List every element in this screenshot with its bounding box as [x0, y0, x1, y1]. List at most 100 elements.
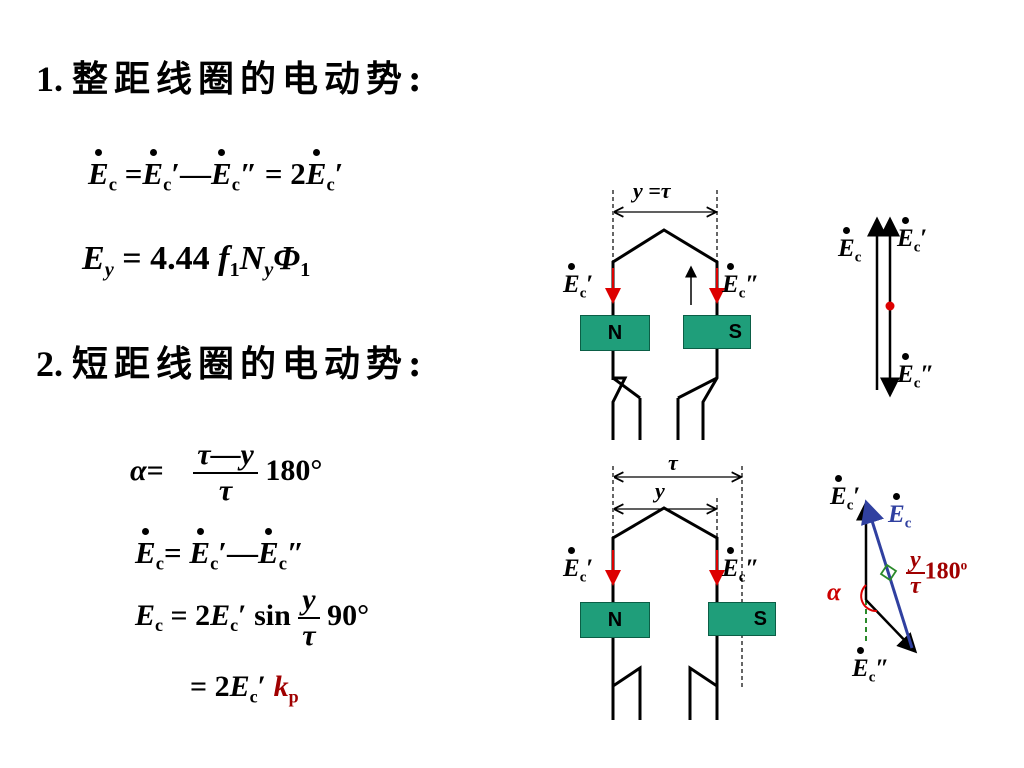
denominator: τ — [298, 617, 320, 651]
subscript: 1 — [229, 259, 240, 282]
label-Ec-dprime: Ec″ — [722, 263, 760, 302]
label-Ec-prime: Ec′ — [563, 547, 594, 586]
pole-north: N — [580, 315, 650, 351]
label-Ec-dprime: Ec″ — [852, 647, 890, 686]
pole-north: N — [580, 602, 650, 638]
equals: = — [170, 598, 188, 632]
subscript: c — [278, 553, 287, 575]
minus: — — [227, 535, 259, 570]
label-Ec: Ec — [838, 227, 862, 266]
equation-short-pitch-phasor: Ec= Ec′—Ec″ — [135, 528, 305, 575]
double-prime: ″ — [287, 535, 305, 570]
subscript: p — [288, 686, 299, 707]
equals: = — [163, 535, 182, 570]
symbol-k: k — [273, 670, 289, 703]
label-Ec-prime: Ec′ — [897, 217, 928, 256]
phasor-diagram-short-pitch — [856, 499, 918, 654]
subscript: c — [210, 553, 219, 575]
phasor-E: E — [305, 149, 327, 191]
symbol-f: f — [218, 240, 230, 277]
subscript: y — [104, 259, 114, 282]
label-Ec-resultant: Ec — [888, 493, 912, 532]
heading-number: 2. — [36, 344, 63, 384]
label-alpha: α — [827, 579, 841, 606]
equation-emf-magnitude: Ey = 4.44 f1NyΦ1 — [82, 242, 310, 281]
label-Ec-dprime: Ec″ — [897, 353, 935, 392]
prime: ′ — [218, 535, 228, 570]
double-prime: ″ — [240, 156, 258, 191]
subscript: c — [155, 553, 164, 575]
angle: 90° — [327, 598, 370, 632]
phasor-E: E — [258, 528, 279, 570]
phasor-E: E — [211, 149, 232, 191]
pole-label: N — [607, 321, 623, 344]
phasor-E: E — [142, 149, 164, 191]
numerator: τ—y — [197, 438, 254, 471]
heading-text: 整距线圈的电动势: — [72, 58, 428, 100]
prime: ′ — [334, 156, 344, 191]
fraction: τ—y τ — [193, 440, 258, 506]
symbol-E: E — [210, 598, 231, 632]
subscript: c — [155, 615, 164, 636]
prime: ′ — [238, 598, 247, 632]
label-Ec-prime: Ec′ — [563, 263, 594, 302]
symbol-Phi: Φ — [273, 240, 301, 277]
equals: = — [122, 240, 142, 277]
symbol-N: N — [239, 240, 265, 277]
pole-label: N — [607, 608, 623, 631]
subscript: c — [108, 174, 117, 196]
angle: 180° — [265, 453, 323, 487]
heading-full-pitch: 1. 整距线圈的电动势: — [36, 50, 427, 102]
subscript: c — [163, 174, 172, 196]
equals: = — [264, 156, 283, 191]
equation-short-pitch-magnitude: Ec = 2Ec′ sin y τ 90° — [135, 585, 369, 651]
numerator: y — [302, 583, 316, 616]
fraction: y τ — [298, 583, 320, 651]
equals: = — [190, 670, 208, 703]
pole-south: S — [708, 602, 776, 636]
label-Ec-dprime: Ec″ — [722, 547, 760, 586]
coefficient: 2 — [290, 156, 306, 191]
subscript: c — [231, 174, 240, 196]
span-label: y =τ — [633, 178, 671, 203]
equation-full-pitch-emf: Ec =Ec′—Ec″ = 2Ec′ — [88, 149, 344, 196]
equals: = — [124, 156, 143, 191]
symbol-alpha: α — [130, 453, 147, 487]
pole-south: S — [683, 315, 751, 349]
phasor-E: E — [189, 528, 211, 570]
phasor-E: E — [135, 528, 156, 570]
equation-alpha: α= τ—y τ 180° — [130, 440, 322, 506]
coefficient: 2 — [214, 670, 230, 703]
phasor-diagram-full-pitch — [867, 216, 900, 398]
subscript: y — [264, 259, 274, 282]
pole-label: S — [753, 607, 767, 630]
tau-label: τ — [668, 450, 678, 475]
coefficient: 2 — [195, 598, 211, 632]
full-pitch-dims — [612, 190, 718, 262]
subscript: c — [249, 686, 258, 707]
sin: sin — [254, 598, 291, 632]
subscript: 1 — [300, 259, 311, 282]
heading-text: 短距线圈的电动势: — [72, 343, 428, 385]
symbol-E: E — [135, 598, 156, 632]
symbol-E: E — [229, 670, 250, 703]
heading-number: 1. — [36, 59, 63, 99]
prime: ′ — [171, 156, 181, 191]
subscript: c — [230, 615, 239, 636]
phasor-E: E — [88, 149, 109, 191]
denominator: τ — [193, 472, 258, 506]
subscript: c — [326, 174, 335, 196]
equals: = — [146, 453, 164, 487]
symbol-E: E — [82, 240, 105, 277]
heading-short-pitch: 2. 短距线圈的电动势: — [36, 335, 427, 387]
equation-pitch-factor: = 2Ec′ kp — [190, 670, 299, 707]
pole-label: S — [728, 320, 742, 343]
label-Ec-prime: Ec′ — [830, 475, 861, 514]
coefficient: 4.44 — [150, 240, 210, 277]
prime: ′ — [257, 670, 267, 703]
y-label: y — [655, 478, 665, 503]
short-pitch-dims — [612, 466, 743, 688]
minus: — — [180, 156, 212, 191]
